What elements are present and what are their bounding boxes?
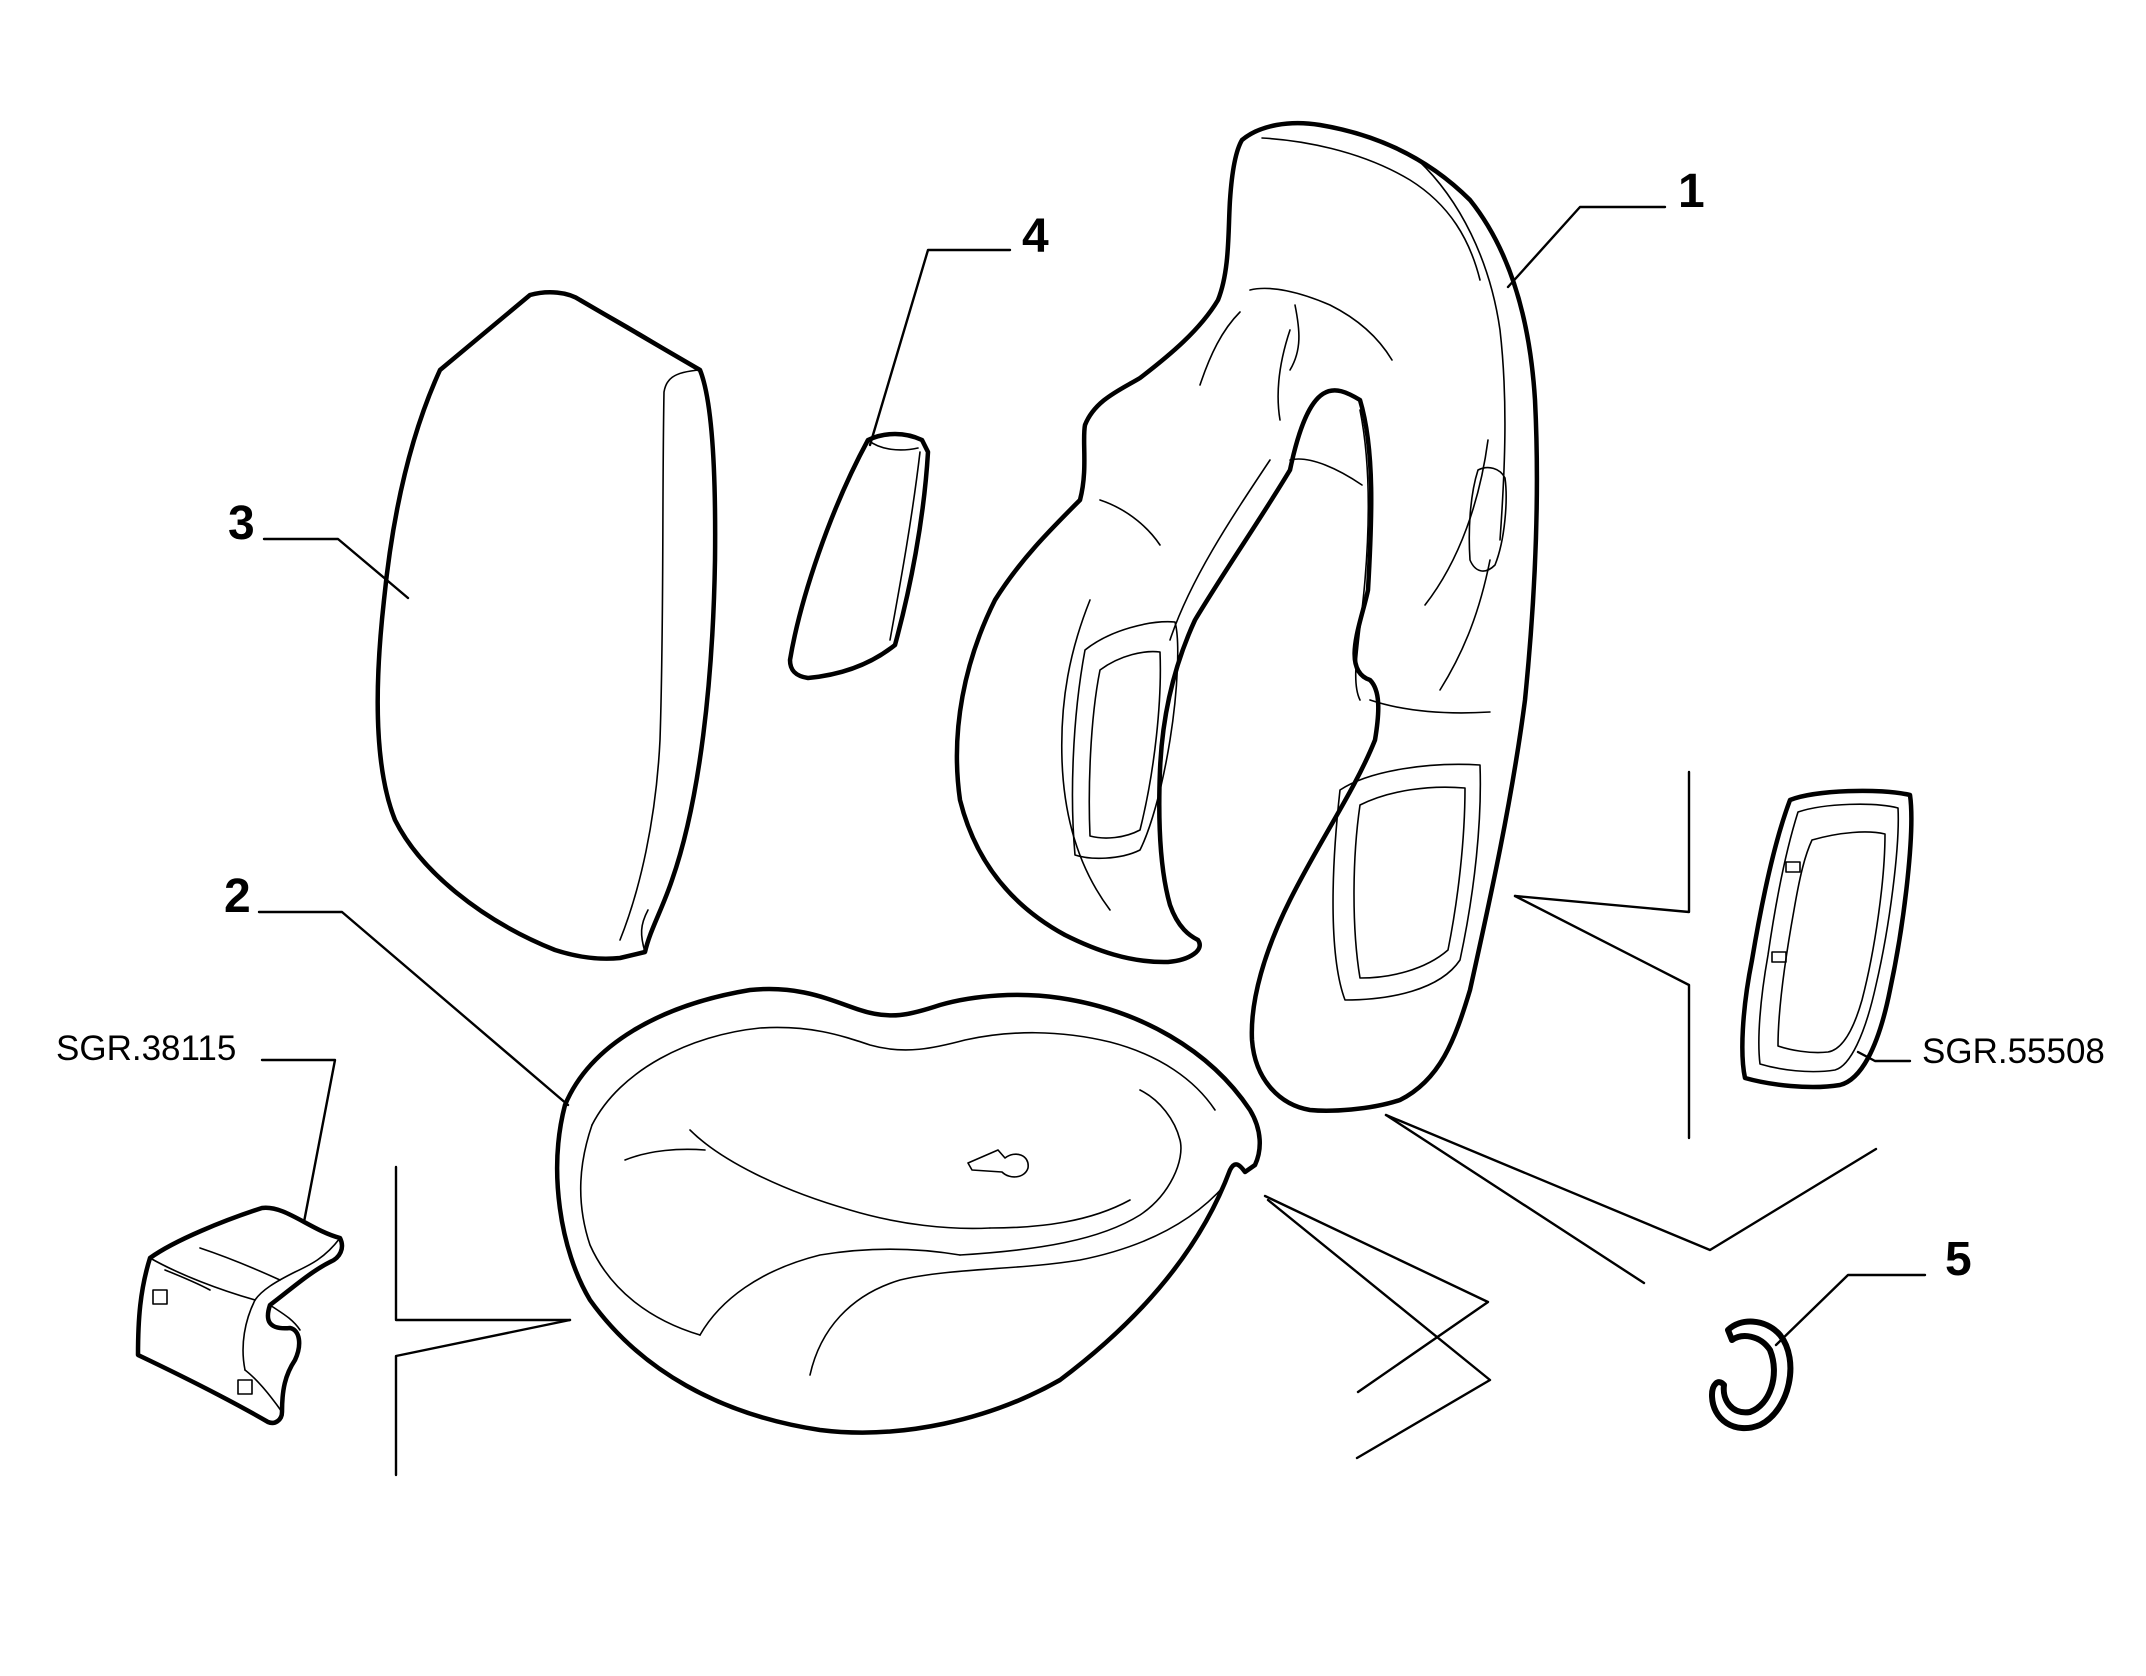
part-5-ring-clip [1709, 1318, 1794, 1432]
callout-3: 3 [228, 497, 255, 550]
callout-labels: 1 4 3 2 5 SGR.38115 SGR.55508 [56, 165, 2105, 1286]
leader-lines [257, 205, 1927, 1477]
part-2-seat-cushion-cover [555, 986, 1262, 1435]
callout-5: 5 [1945, 1233, 1972, 1286]
callout-1: 1 [1678, 165, 1705, 218]
sgr-38115-clip [135, 1205, 345, 1426]
part-1-seatback-cover [954, 120, 1540, 1113]
callout-4: 4 [1022, 210, 1049, 263]
part-4-insert-pad [787, 431, 931, 681]
ref-sgr-55508: SGR.55508 [1922, 1032, 2105, 1071]
ref-sgr-38115: SGR.38115 [56, 1029, 236, 1068]
callout-2: 2 [224, 870, 251, 923]
part-3-backrest-panel [375, 290, 718, 961]
sgr-55508-trim-frame [1740, 788, 1914, 1090]
